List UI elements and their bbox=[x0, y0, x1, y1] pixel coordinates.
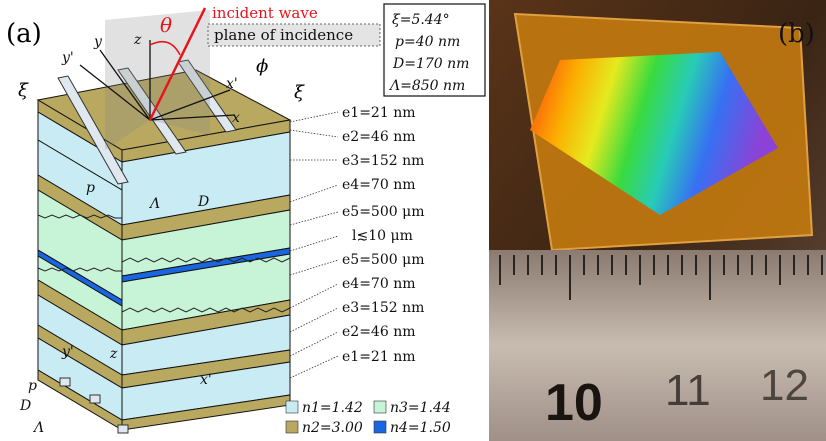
layer-label: e5=500 μm bbox=[342, 252, 424, 268]
diffraction-rainbow bbox=[530, 52, 778, 215]
plane-of-incidence-shape bbox=[105, 10, 210, 150]
ruler-number-12: 12 bbox=[760, 361, 809, 410]
axis-x-label: x bbox=[232, 110, 240, 126]
grating-d-top: D bbox=[197, 194, 209, 210]
axis-y-label: y bbox=[93, 34, 103, 50]
bottom-grating-bars bbox=[59, 377, 129, 434]
ruler bbox=[489, 250, 826, 441]
layer-label: e1=21 nm bbox=[342, 105, 415, 121]
legend-label-n4: n4=1.50 bbox=[390, 420, 451, 436]
incident-wave-label: incident wave bbox=[212, 4, 318, 22]
ruler-number-10: 10 bbox=[545, 374, 603, 432]
bottom-z-label: z bbox=[109, 346, 118, 362]
params-box bbox=[383, 3, 486, 97]
grating-lambda-bottom: Λ bbox=[32, 420, 44, 436]
incident-wave-arrow bbox=[148, 7, 207, 121]
legend-label-n2: n2=3.00 bbox=[302, 420, 363, 436]
axes bbox=[79, 40, 236, 121]
layer-label: e3=152 nm bbox=[342, 153, 424, 169]
rough-interfaces bbox=[37, 214, 291, 313]
legend-swatch-n3 bbox=[373, 400, 387, 414]
ruler-ticks bbox=[499, 255, 823, 300]
top-grating-bars bbox=[57, 59, 237, 185]
panel-a-label: (a) bbox=[6, 19, 42, 49]
layer-leader-lines bbox=[289, 111, 339, 379]
grating-p-top: p bbox=[86, 180, 95, 196]
ruler-number-11: 11 bbox=[665, 366, 711, 415]
bottom-y-prime-label: y' bbox=[61, 344, 74, 360]
theta-arc bbox=[149, 40, 181, 56]
axis-x-prime-label: x' bbox=[226, 76, 238, 92]
panel-b-label: (b) bbox=[778, 19, 815, 49]
theta-label: θ bbox=[160, 13, 172, 37]
layer-label: l≲10 μm bbox=[352, 228, 413, 244]
legend-swatch-n2 bbox=[285, 420, 299, 434]
layer-label: e3=152 nm bbox=[342, 300, 424, 316]
layer-label: e5=500 μm bbox=[342, 204, 424, 220]
axis-y-prime-label: y' bbox=[61, 50, 74, 66]
xi-label-left: ξ bbox=[18, 80, 29, 101]
bottom-x-prime-label: x' bbox=[200, 372, 212, 388]
param-Lambda: Λ=850 nm bbox=[388, 78, 465, 94]
legend-label-n3: n3=1.44 bbox=[390, 400, 451, 416]
param-D: D=170 nm bbox=[392, 56, 469, 72]
layer-label: e4=70 nm bbox=[342, 177, 415, 193]
legend: n1=1.42 n3=1.44 n2=3.00 n4=1.50 bbox=[285, 400, 451, 436]
photo-panel: 10 11 12 (b) bbox=[489, 0, 826, 441]
axis-z-label: z bbox=[133, 32, 142, 48]
grating-p-bottom: p bbox=[28, 378, 37, 394]
layer-label: e2=46 nm bbox=[342, 129, 415, 145]
param-p: p=40 nm bbox=[395, 34, 460, 50]
xi-label-right: ξ bbox=[294, 82, 305, 103]
plane-of-incidence-label: plane of incidence bbox=[214, 26, 353, 44]
grating-d-bottom: D bbox=[19, 398, 31, 414]
param-xi: ξ=5.44° bbox=[392, 12, 450, 28]
legend-label-n1: n1=1.42 bbox=[302, 400, 363, 416]
legend-swatch-n4 bbox=[373, 420, 387, 434]
layer-label: e2=46 nm bbox=[342, 324, 415, 340]
legend-swatch-n1 bbox=[285, 400, 299, 414]
grating-lambda-top: Λ bbox=[148, 196, 160, 212]
layer-label: e1=21 nm bbox=[342, 349, 415, 365]
layer-label: e4=70 nm bbox=[342, 276, 415, 292]
layer-labels: e1=21 nm e2=46 nm e3=152 nm e4=70 nm e5=… bbox=[342, 105, 424, 365]
phi-label: ϕ bbox=[256, 56, 268, 77]
